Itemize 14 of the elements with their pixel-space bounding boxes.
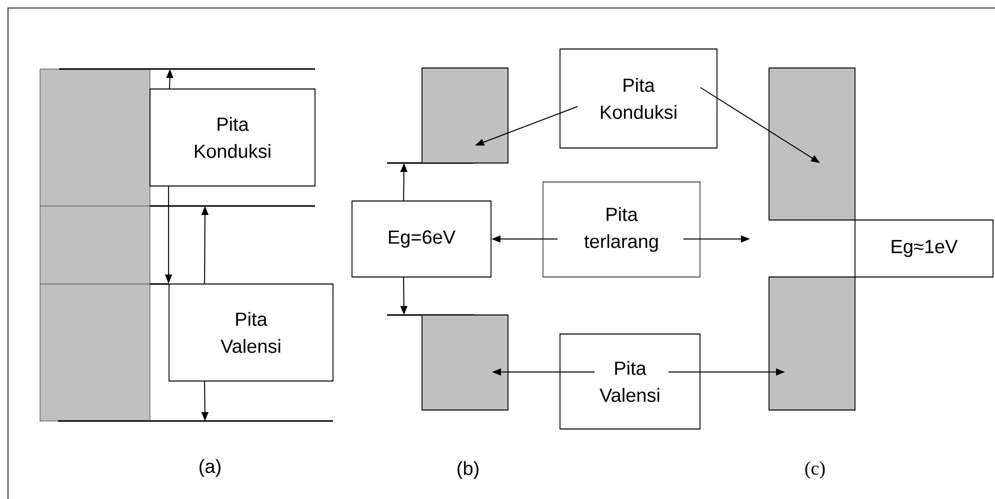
label-box: Pita Valensi — [168, 284, 334, 382]
band-block — [768, 68, 856, 220]
band-block — [422, 314, 508, 410]
label-box: Eg=6eV — [352, 200, 492, 278]
label-box: Pita Valensi — [560, 334, 700, 430]
panel-label: (a) — [200, 459, 220, 477]
label-box: Pita Konduksi — [560, 48, 718, 148]
panel-label: (c) — [805, 461, 825, 479]
label-box: Eg≈1eV — [854, 220, 994, 278]
band-block — [422, 68, 508, 164]
label-box: Pita Konduksi — [150, 88, 316, 186]
panel-label: (b) — [458, 461, 478, 479]
band-block — [768, 276, 856, 410]
label-box: Pita terlarang — [542, 182, 700, 278]
